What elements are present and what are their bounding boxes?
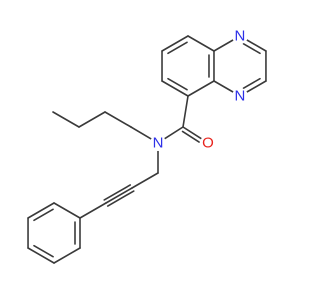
bond-benzo-ring-1 (187, 35, 215, 52)
bond-c3-n4-double (242, 77, 261, 89)
atom-label-o: O (200, 135, 216, 152)
bond-butyl-c2-c3 (78, 111, 106, 128)
bond-benzo-ring-4 (161, 80, 189, 97)
atom-label-n1: N (231, 28, 248, 45)
chemical-structure-diagram: N N N O (27, 28, 267, 264)
bond-benzo-ring-3 (187, 80, 215, 97)
bond-phenyl-ring-5 (27, 202, 55, 219)
bond-triple-side-b (106, 190, 135, 207)
bond-triple-side-a (103, 184, 132, 201)
bond-n1-c2-double (242, 43, 261, 55)
bond-ch2-alkyne (131, 172, 159, 189)
bond-phenyl-double-b (33, 244, 54, 258)
bonds-layer (27, 35, 267, 264)
nitrogen-atom-label-n1: N (235, 28, 246, 45)
bond-c-o (182, 126, 203, 141)
bond-namide-butyl-c1 (130, 126, 153, 141)
bond-c-namide (163, 126, 184, 141)
bond-benzo-ring-6 (161, 35, 189, 52)
atom-label-n4: N (231, 88, 248, 105)
atom-labels-layer: N N N O (150, 28, 248, 152)
bond-phenyl-ring-2 (53, 247, 81, 264)
bond-phenyl-ring-6 (53, 202, 81, 219)
bond-benzo-double-a (167, 41, 188, 55)
bond-benzo-double-b (167, 77, 188, 91)
bond-butyl-c3-c4 (52, 111, 80, 128)
nitrogen-atom-label-n4: N (235, 88, 246, 105)
bond-triple-center (105, 187, 133, 204)
nitrogen-atom-label-amide: N (153, 135, 164, 152)
bond-c3-n4 (245, 80, 267, 94)
bond-phenyl-ring-3 (27, 247, 55, 264)
bond-c-o-double (181, 130, 200, 143)
atom-label-amide-n: N (150, 135, 166, 152)
bond-n1-c2 (245, 38, 267, 52)
bond-alkyne-phenyl (79, 202, 107, 219)
bond-c8a-n1 (213, 38, 235, 52)
bond-butyl-c1-c2 (104, 111, 132, 128)
bond-n4-c4a (213, 80, 235, 94)
bond-ring-carbonyl (182, 95, 189, 128)
bond-phenyl-double-c (33, 208, 54, 222)
oxygen-atom-label: O (202, 135, 214, 152)
